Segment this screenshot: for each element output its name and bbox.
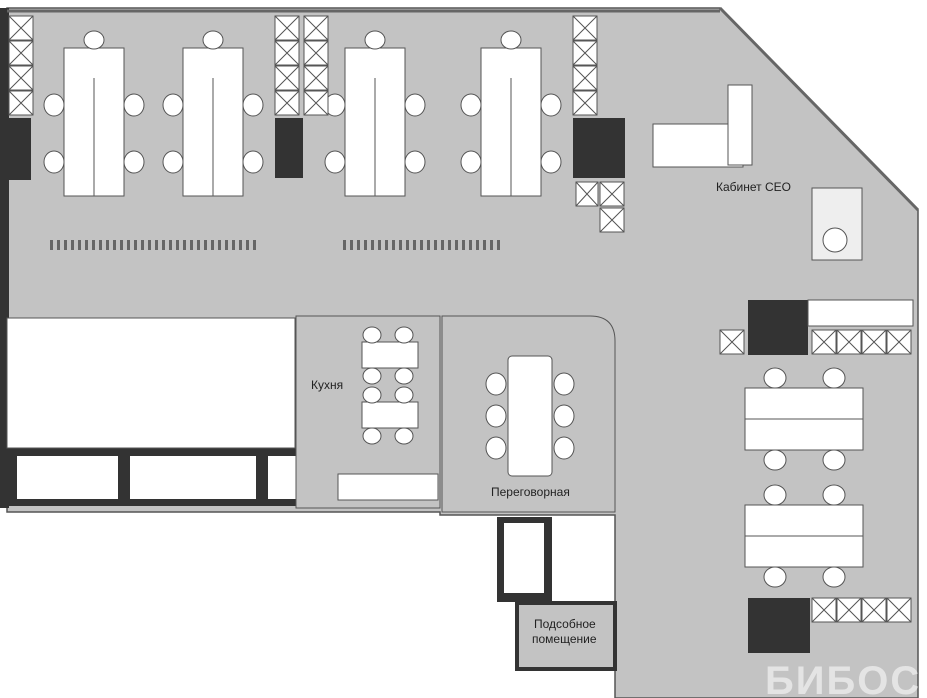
chair [763, 449, 787, 471]
chair [404, 150, 426, 174]
chair [362, 326, 382, 344]
cross-mark [599, 207, 625, 233]
room-label-kitchen: Кухня [311, 378, 343, 392]
storage-box [130, 456, 256, 499]
chair [763, 367, 787, 389]
chair [242, 150, 264, 174]
chair [822, 484, 846, 506]
utility-shaft [504, 523, 544, 593]
chair [123, 93, 145, 117]
cross-mark [8, 65, 34, 91]
chair [485, 436, 507, 460]
chair [364, 30, 386, 50]
cross-mark [811, 597, 837, 623]
utility-room [515, 601, 617, 671]
storage-box [17, 456, 118, 499]
room-label-utility-1: Подсобное [534, 617, 596, 631]
cross-mark [303, 90, 329, 116]
chair [500, 30, 522, 50]
chair [162, 150, 184, 174]
cross-mark [572, 15, 598, 41]
cross-mark [572, 40, 598, 66]
cross-mark [861, 597, 887, 623]
chair [553, 404, 575, 428]
pillar [9, 118, 31, 180]
chair [324, 150, 346, 174]
chair [394, 326, 414, 344]
cross-mark [274, 65, 300, 91]
chair [394, 427, 414, 445]
restroom-block [6, 317, 296, 449]
chair [763, 484, 787, 506]
chair [460, 150, 482, 174]
chair [763, 566, 787, 588]
chair [394, 386, 414, 404]
room-label-meeting: Переговорная [491, 485, 570, 499]
chair [43, 150, 65, 174]
chair [394, 367, 414, 385]
chair [460, 93, 482, 117]
chair [822, 566, 846, 588]
cross-mark [861, 329, 887, 355]
chair [540, 150, 562, 174]
cross-mark [274, 15, 300, 41]
chair [404, 93, 426, 117]
kitchen-counter [337, 473, 439, 501]
cross-mark [572, 90, 598, 116]
cross-mark [8, 90, 34, 116]
chair [485, 372, 507, 396]
chair [822, 367, 846, 389]
cross-mark [599, 181, 625, 207]
ceo-cabinet [807, 299, 914, 327]
cross-mark [8, 40, 34, 66]
meeting-table [507, 355, 553, 477]
cross-mark [572, 65, 598, 91]
cross-mark [303, 40, 329, 66]
room-label-utility-2: помещение [532, 632, 597, 646]
kitchen-table [361, 341, 419, 369]
chair [362, 427, 382, 445]
watermark-logo: БИБОСС [765, 659, 927, 698]
cross-mark [719, 329, 745, 355]
cross-mark [274, 90, 300, 116]
chair [485, 404, 507, 428]
pillar [748, 300, 808, 355]
cross-mark [836, 597, 862, 623]
cross-mark [836, 329, 862, 355]
cross-mark [274, 40, 300, 66]
cross-mark [811, 329, 837, 355]
chair [553, 436, 575, 460]
pillar [573, 118, 625, 178]
chair [822, 449, 846, 471]
cross-mark [8, 15, 34, 41]
chair [540, 93, 562, 117]
chair [362, 386, 382, 404]
window-diagonal [718, 6, 920, 212]
ceo-sideboard [727, 84, 753, 166]
chair [162, 93, 184, 117]
chair [202, 30, 224, 50]
chair [43, 93, 65, 117]
cross-mark [303, 65, 329, 91]
pillar [748, 598, 810, 653]
cross-mark [303, 15, 329, 41]
kitchen-table [361, 401, 419, 429]
cross-mark [886, 597, 912, 623]
room-label-ceo: Кабинет CEO [716, 180, 791, 194]
wall-left [0, 8, 9, 508]
chair [83, 30, 105, 50]
pillar [275, 118, 303, 178]
chair [123, 150, 145, 174]
chair [242, 93, 264, 117]
cross-mark [575, 181, 599, 207]
chair [362, 367, 382, 385]
chair [553, 372, 575, 396]
cross-mark [886, 329, 912, 355]
coffee-table [822, 227, 848, 253]
